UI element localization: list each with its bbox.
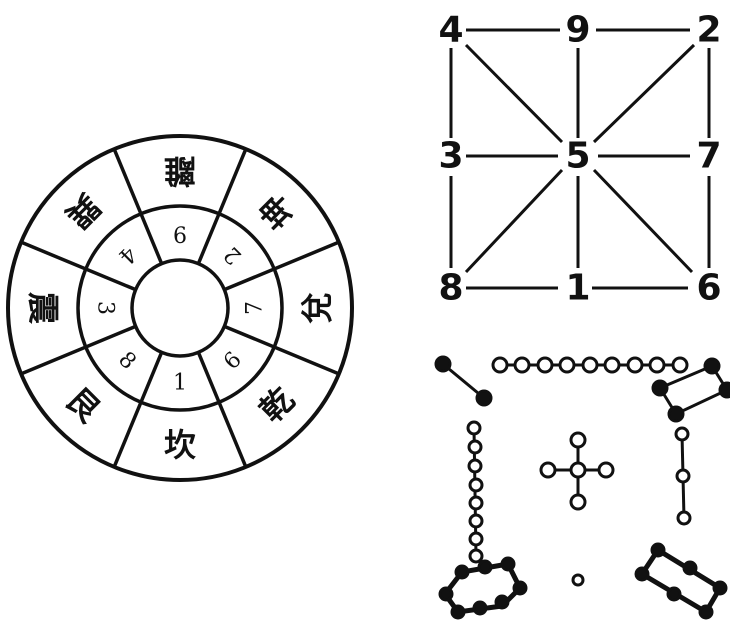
ring-number-southwest: 2 — [219, 241, 247, 269]
square-cell-bottom-center: 1 — [565, 268, 590, 309]
square-cell-bottom-right: 6 — [696, 268, 721, 309]
ring-number-northeast: 8 — [113, 347, 141, 375]
black-dot — [669, 407, 683, 421]
lo-shu-square: 4 9 2 3 5 7 8 1 6 — [438, 10, 721, 309]
trigram-dui: 兌 — [298, 292, 336, 324]
bagua-wheel: 離 坤 兌 乾 坎 艮 震 巽 9 2 7 6 1 8 3 4 — [8, 136, 352, 480]
white-dot — [469, 441, 481, 453]
black-dot — [700, 606, 712, 618]
black-dot — [652, 544, 664, 556]
wheel-spokes — [21, 149, 339, 467]
diagonal-line — [466, 170, 562, 272]
black-dot — [684, 562, 696, 574]
white-dot — [628, 358, 642, 372]
black-dot — [496, 596, 508, 608]
white-dot — [470, 550, 482, 562]
trigram-gen: 艮 — [58, 380, 108, 430]
square-cell-middle-left: 3 — [438, 136, 463, 177]
trigram-zhen: 震 — [24, 292, 62, 325]
black-dot — [436, 357, 450, 371]
diagonal-line — [594, 45, 694, 142]
square-cell-center: 5 — [565, 136, 590, 177]
white-dot — [650, 358, 664, 372]
white-dot — [573, 575, 583, 585]
black-dot-group — [660, 366, 727, 414]
diagonal-line — [594, 170, 692, 272]
black-dot — [720, 383, 730, 397]
ring-number-south: 9 — [173, 221, 187, 246]
square-cell-middle-right: 7 — [696, 136, 721, 177]
black-dot-group — [642, 550, 720, 612]
white-dot — [677, 470, 689, 482]
black-dot — [474, 602, 486, 614]
ring-number-north: 1 — [173, 371, 187, 396]
black-dot — [705, 359, 719, 373]
white-dot — [470, 497, 482, 509]
white-dot — [605, 358, 619, 372]
trigram-xun: 巽 — [58, 186, 108, 236]
white-dot — [673, 358, 687, 372]
square-cell-bottom-left: 8 — [438, 268, 463, 309]
wheel-inner-circle — [132, 260, 228, 356]
ring-number-west: 7 — [243, 301, 268, 315]
lo-shu-dot-diagram — [436, 357, 730, 618]
white-dot — [470, 533, 482, 545]
ring-number-northwest: 6 — [219, 347, 247, 375]
white-dot — [468, 422, 480, 434]
square-cell-top-center: 9 — [565, 10, 590, 51]
black-dot — [514, 582, 526, 594]
white-dot — [538, 358, 552, 372]
ring-number-east: 3 — [93, 301, 118, 315]
black-dot — [636, 568, 648, 580]
white-dot — [678, 512, 690, 524]
white-dot — [571, 463, 585, 477]
square-cell-top-left: 4 — [438, 10, 463, 51]
diagonal-line — [466, 45, 562, 142]
black-dot — [502, 558, 514, 570]
white-dot — [560, 358, 574, 372]
white-dot — [571, 433, 585, 447]
black-dot — [653, 381, 667, 395]
black-dot — [477, 391, 491, 405]
white-dot — [571, 495, 585, 509]
ring-number-southeast: 4 — [113, 241, 141, 269]
white-dot — [515, 358, 529, 372]
white-dot — [583, 358, 597, 372]
white-dot — [493, 358, 507, 372]
trigram-qian: 乾 — [252, 380, 302, 430]
white-dot — [469, 460, 481, 472]
black-dot — [714, 582, 726, 594]
black-dot — [440, 588, 452, 600]
black-dot — [479, 561, 491, 573]
white-dot — [541, 463, 555, 477]
black-dot — [668, 588, 680, 600]
trigram-kan: 坎 — [164, 426, 196, 464]
black-dot — [456, 566, 468, 578]
white-dot — [470, 515, 482, 527]
black-dot — [452, 606, 464, 618]
white-dot — [676, 428, 688, 440]
trigram-kun: 坤 — [252, 186, 302, 236]
white-dot — [470, 479, 482, 491]
white-dot — [599, 463, 613, 477]
trigram-li: 離 — [164, 152, 196, 190]
square-cell-top-right: 2 — [696, 10, 721, 51]
